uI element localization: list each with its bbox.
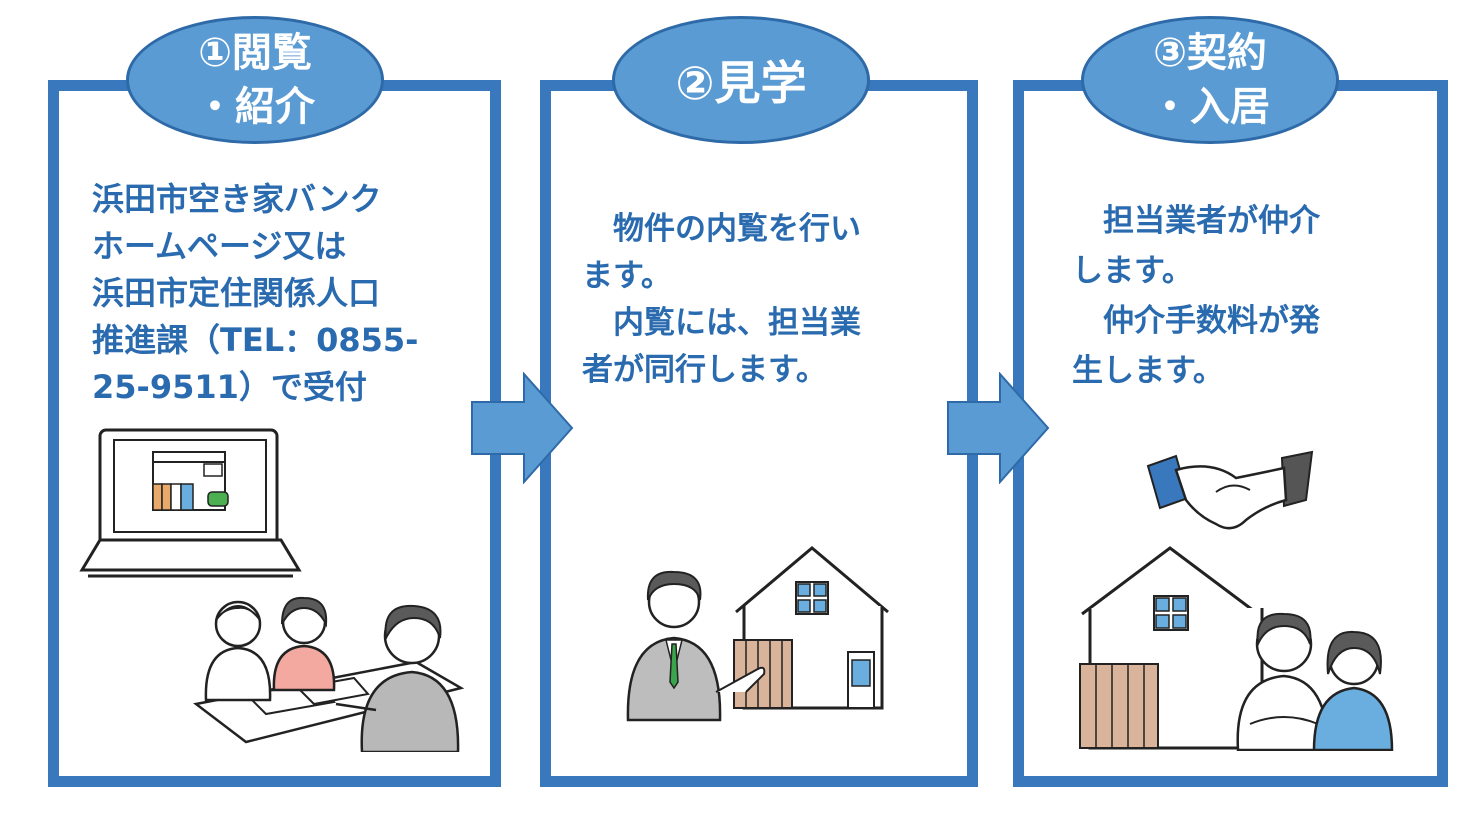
- house-couple-illustration: [1079, 546, 1394, 751]
- right-arrow-icon: [947, 372, 1050, 484]
- step-1-description: 浜田市空き家バンク ホームページ又は 浜田市定住関係人口 推進課（TEL：085…: [92, 180, 419, 406]
- handshake-illustration: [1146, 450, 1314, 530]
- step-2-heading-badge: ②見学: [612, 16, 870, 144]
- house-viewing-illustration: [626, 546, 889, 722]
- laptop-illustration: [79, 428, 302, 578]
- step-1-heading-badge: ①閲覧 ・紹介: [126, 16, 384, 144]
- consultation-illustration: [193, 596, 465, 752]
- step-2-description: 物件の内覧を行い ます。 内覧には、担当業 者が同行します。: [582, 211, 861, 388]
- step-3-heading: ③契約 ・入居: [1150, 30, 1270, 130]
- right-arrow-icon: [471, 372, 574, 484]
- step-3-description: 担当業者が仲介 します。 仲介手数料が発 生します。: [1072, 203, 1320, 389]
- step-2-heading: ②見学: [675, 56, 807, 110]
- step-1-heading: ①閲覧 ・紹介: [195, 30, 315, 130]
- step-3-heading-badge: ③契約 ・入居: [1081, 16, 1339, 144]
